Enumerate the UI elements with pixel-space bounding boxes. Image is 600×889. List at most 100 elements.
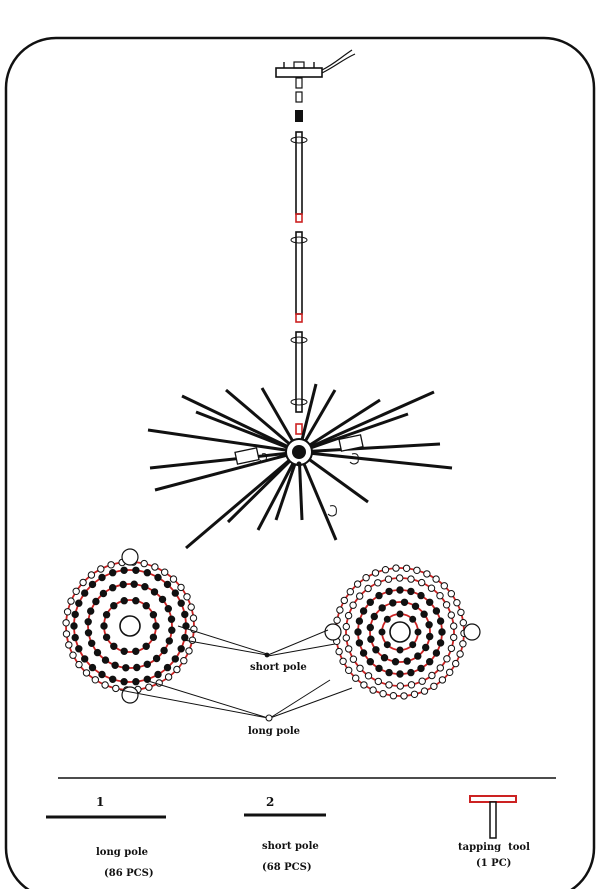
short-pole-hole: [142, 602, 150, 610]
short-pole-hole: [99, 589, 108, 598]
short-pole-hole: [372, 646, 380, 654]
short-pole-hole: [432, 607, 441, 615]
long-pole-hole: [188, 636, 197, 644]
short-pole-hole: [426, 598, 434, 606]
part-qty: (68 PCS): [262, 862, 312, 873]
short-pole-hole: [366, 658, 374, 666]
long-pole-hole: [112, 684, 120, 693]
spoke-pole: [149, 450, 300, 470]
long-pole-hole: [352, 674, 360, 682]
long-pole-hole: [436, 592, 444, 600]
short-pole-hole: [409, 641, 417, 649]
short-pole-hole: [88, 639, 96, 647]
short-pole-hole: [420, 610, 428, 618]
short-pole-hole: [396, 586, 404, 594]
tapping-tool-icon: [469, 795, 517, 839]
short-pole-hole: [160, 646, 168, 655]
part-name: tapping tool: [458, 842, 530, 853]
short-pole-hole: [181, 610, 189, 619]
short-pole-hole: [414, 652, 422, 660]
short-pole-hole: [158, 595, 167, 604]
long-pole-hole: [82, 669, 91, 677]
short-pole-hole: [101, 656, 110, 664]
long-pole-hole: [180, 657, 188, 665]
short-pole-hole: [168, 626, 176, 634]
spoke-pole: [226, 450, 301, 524]
short-pole-hole: [87, 607, 95, 615]
short-pole-hole: [432, 649, 441, 657]
short-pole-hole: [426, 632, 434, 641]
hole-ring: [87, 583, 173, 669]
spoke-pole: [298, 442, 441, 454]
tab-circle: [121, 686, 139, 704]
short-pole-hole: [171, 655, 180, 663]
short-pole-hole: [133, 663, 141, 672]
long-pole-hole: [360, 681, 368, 689]
short-pole-hole: [438, 628, 446, 636]
long-pole-hole: [333, 616, 341, 624]
long-pole-hole: [381, 566, 390, 574]
long-pole-hole: [356, 592, 364, 600]
long-pole-hole: [151, 563, 159, 571]
long-pole-hole: [385, 681, 393, 689]
part-qty: (1 PC): [476, 858, 511, 869]
long-pole-hole: [349, 601, 357, 609]
short-pole-hole: [92, 597, 100, 606]
part-name: long pole: [96, 847, 148, 858]
long-pole-hole: [161, 568, 169, 576]
short-pole-hole: [177, 599, 185, 607]
short-pole-hole: [132, 566, 140, 574]
short-pole-hole: [110, 602, 118, 610]
long-pole-hole: [369, 686, 377, 694]
short-pole-hole: [163, 580, 172, 589]
screw-hook: [327, 505, 337, 517]
short-pole-hole: [436, 639, 445, 647]
long-pole-hole: [346, 588, 354, 596]
tab-circle: [324, 623, 342, 641]
spoke-pole: [154, 450, 300, 492]
long-pole-hole: [87, 571, 96, 579]
long-pole-hole: [407, 575, 415, 583]
page-frame: [4, 36, 596, 889]
short-pole-hole: [71, 633, 79, 642]
short-pole-hole: [417, 664, 425, 673]
long-pole-hole: [164, 673, 173, 681]
long-pole-hole: [402, 564, 411, 572]
hub-plate-right: [324, 564, 481, 700]
short-pole-hole: [375, 664, 383, 673]
short-pole-hole: [436, 617, 445, 625]
long-pole-hole: [447, 611, 455, 619]
short-pole-hole: [385, 668, 393, 677]
short-pole-hole: [396, 610, 404, 618]
spoke-pole: [147, 428, 300, 454]
long-pole-hole: [189, 614, 198, 622]
long-pole-hole: [101, 681, 109, 689]
short-pole-hole: [389, 599, 397, 607]
long-pole-hole: [396, 574, 404, 582]
short-pole-hole: [355, 639, 364, 647]
long-pole-hole: [443, 655, 451, 663]
short-pole-hole: [366, 598, 374, 606]
short-pole-hole: [143, 660, 152, 668]
short-pole-hole: [152, 622, 160, 630]
short-pole-hole: [417, 591, 425, 600]
spoke-pole: [298, 450, 453, 470]
long-pole-hole: [446, 668, 454, 676]
short-pole-hole: [110, 642, 118, 650]
short-pole-hole: [409, 615, 417, 623]
center-bore: [389, 621, 411, 643]
long-pole-hole: [75, 660, 83, 669]
long-pole-hole: [374, 677, 382, 686]
short-pole-hole: [120, 597, 128, 605]
chandelier-assembly: [147, 49, 453, 550]
long-pole-hole: [413, 566, 421, 574]
short-pole-callout: short pole: [250, 662, 307, 673]
stem-rod-1: [290, 131, 308, 215]
hub-plate-layouts: [62, 548, 481, 704]
parts-list: 1 long pole (86 PCS) 2 short pole (68 PC…: [46, 795, 530, 879]
long-pole-hole: [62, 619, 70, 627]
long-pole-hole: [407, 681, 416, 689]
part-qty: (86 PCS): [104, 868, 154, 879]
long-pole-hole: [91, 676, 100, 684]
